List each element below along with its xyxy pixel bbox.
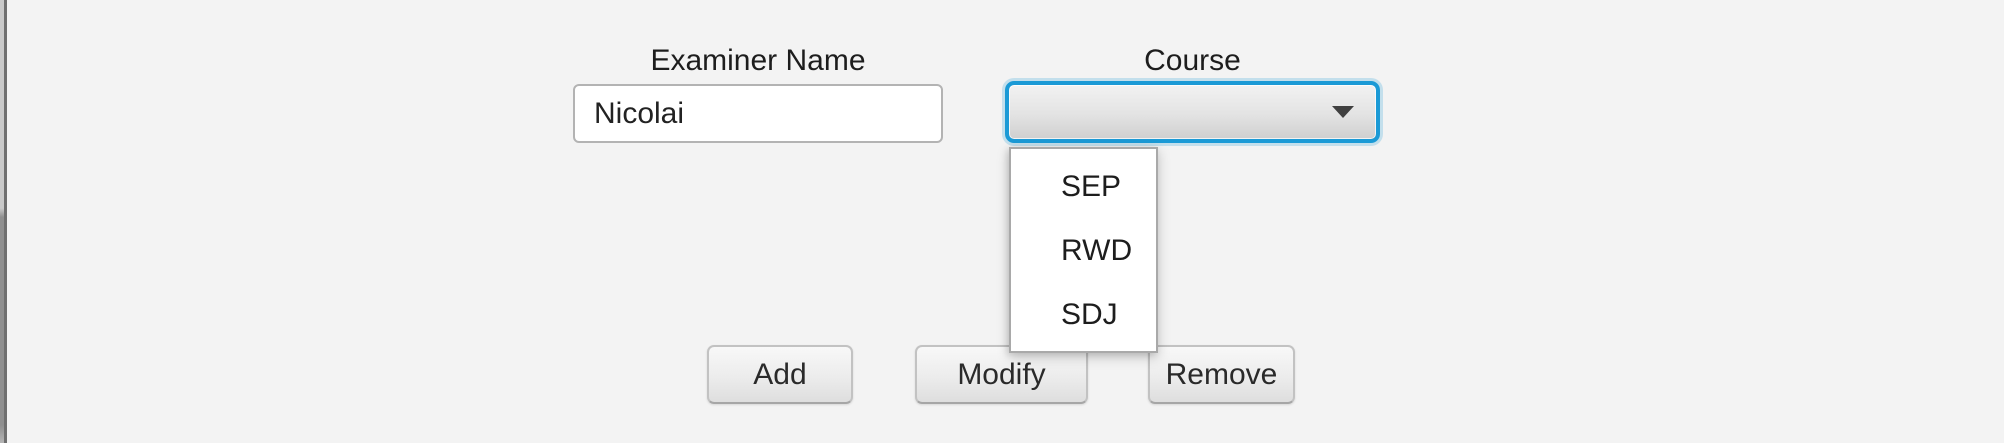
examiner-name-input[interactable] bbox=[573, 84, 943, 143]
modify-button[interactable]: Modify bbox=[915, 345, 1088, 404]
course-dropdown-popup: SEP RWD SDJ bbox=[1009, 147, 1158, 353]
window-left-edge bbox=[0, 0, 4, 443]
window-left-border bbox=[4, 0, 7, 443]
course-option-rwd[interactable]: RWD bbox=[1061, 234, 1133, 267]
course-option-sdj[interactable]: SDJ bbox=[1061, 298, 1118, 331]
course-combobox-value bbox=[1025, 85, 1316, 139]
remove-button[interactable]: Remove bbox=[1148, 345, 1295, 404]
add-button[interactable]: Add bbox=[707, 345, 853, 404]
examiner-name-label: Examiner Name bbox=[650, 44, 866, 77]
course-combobox[interactable] bbox=[1005, 81, 1380, 143]
dropdown-arrow-icon bbox=[1332, 106, 1354, 118]
course-option-sep[interactable]: SEP bbox=[1061, 170, 1122, 203]
course-label: Course bbox=[1144, 44, 1241, 77]
